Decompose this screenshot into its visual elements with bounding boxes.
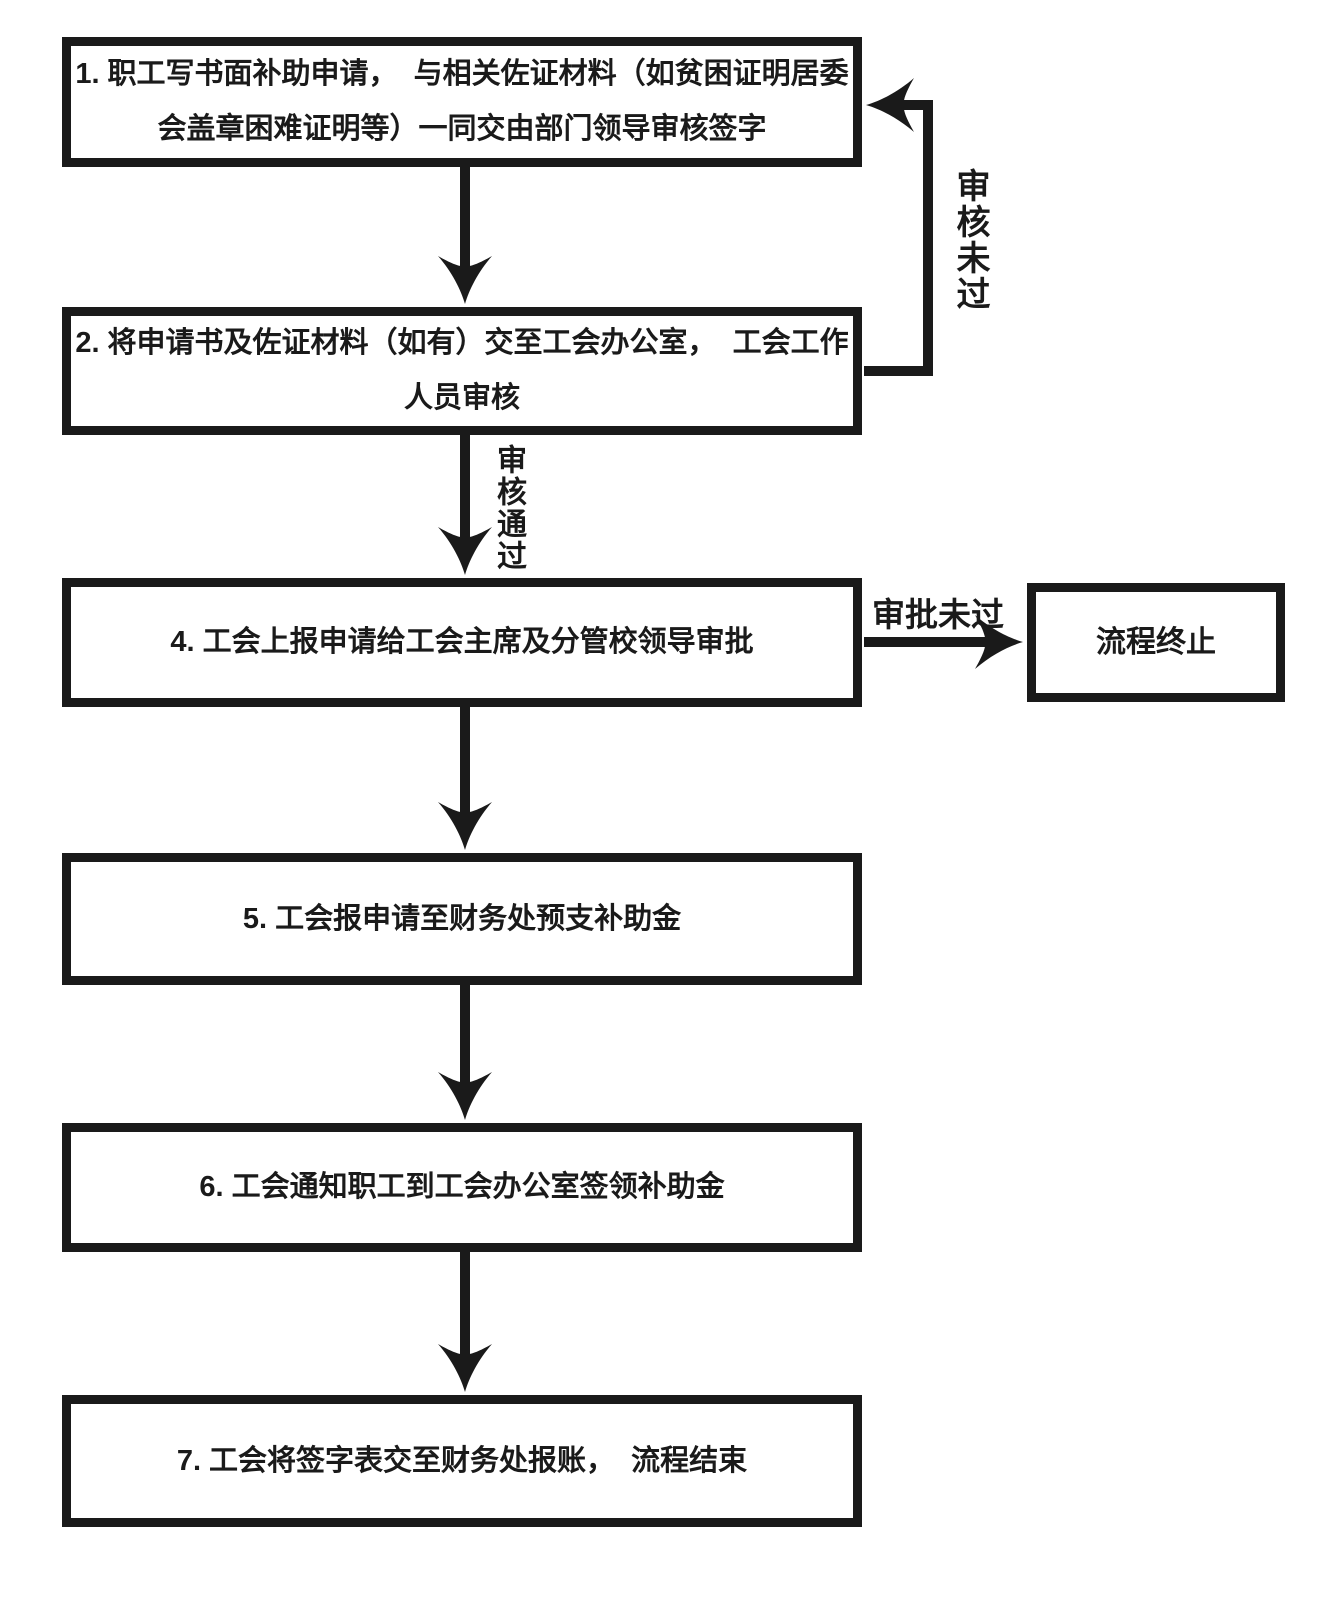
flow-step-2-text-line1: 2. 将申请书及佐证材料（如有）交至工会办公室， 工会工作 <box>75 327 849 359</box>
flow-step-1-text-line2: 会盖章困难证明等）一同交由部门领导审核签字 <box>157 113 767 145</box>
flow-step-2: 2. 将申请书及佐证材料（如有）交至工会办公室， 工会工作 人员审核 <box>62 307 862 435</box>
flow-end-node-text: 流程终止 <box>1096 626 1216 659</box>
flow-step-4-text: 4. 工会上报申请给工会主席及分管校领导审批 <box>170 626 754 658</box>
flow-step-5-text: 5. 工会报申请至财务处预支补助金 <box>242 902 682 935</box>
arrow-step5-to-step6 <box>437 983 493 1121</box>
edge-label-approval-fail: 审批未过 <box>872 596 1004 633</box>
flow-step-2-text-line2: 人员审核 <box>403 382 520 414</box>
edge-label-review-fail: 审核未过 <box>951 168 989 312</box>
flow-step-7-text: 7. 工会将签字表交至财务处报账， 流程结束 <box>176 1444 748 1477</box>
flow-step-6-text: 6. 工会通知职工到工会办公室签领补助金 <box>199 1171 725 1203</box>
flow-step-6: 6. 工会通知职工到工会办公室签领补助金 <box>62 1123 862 1252</box>
flow-step-7: 7. 工会将签字表交至财务处报账， 流程结束 <box>62 1395 862 1527</box>
arrow-step6-to-step7 <box>437 1250 493 1393</box>
arrow-step1-to-step2 <box>437 165 493 305</box>
arrow-step2-to-step1-loop <box>864 77 933 376</box>
flow-step-5: 5. 工会报申请至财务处预支补助金 <box>62 853 862 985</box>
arrow-step2-to-step4 <box>437 433 493 576</box>
edge-label-review-pass: 审核通过 <box>492 444 525 572</box>
arrow-step4-to-step5 <box>437 705 493 851</box>
flow-end-node: 流程终止 <box>1027 583 1285 702</box>
flow-step-4: 4. 工会上报申请给工会主席及分管校领导审批 <box>62 578 862 707</box>
flow-step-1: 1. 职工写书面补助申请， 与相关佐证材料（如贫困证明居委 会盖章困难证明等）一… <box>62 37 862 167</box>
flow-step-1-text-line1: 1. 职工写书面补助申请， 与相关佐证材料（如贫困证明居委 <box>75 58 849 90</box>
